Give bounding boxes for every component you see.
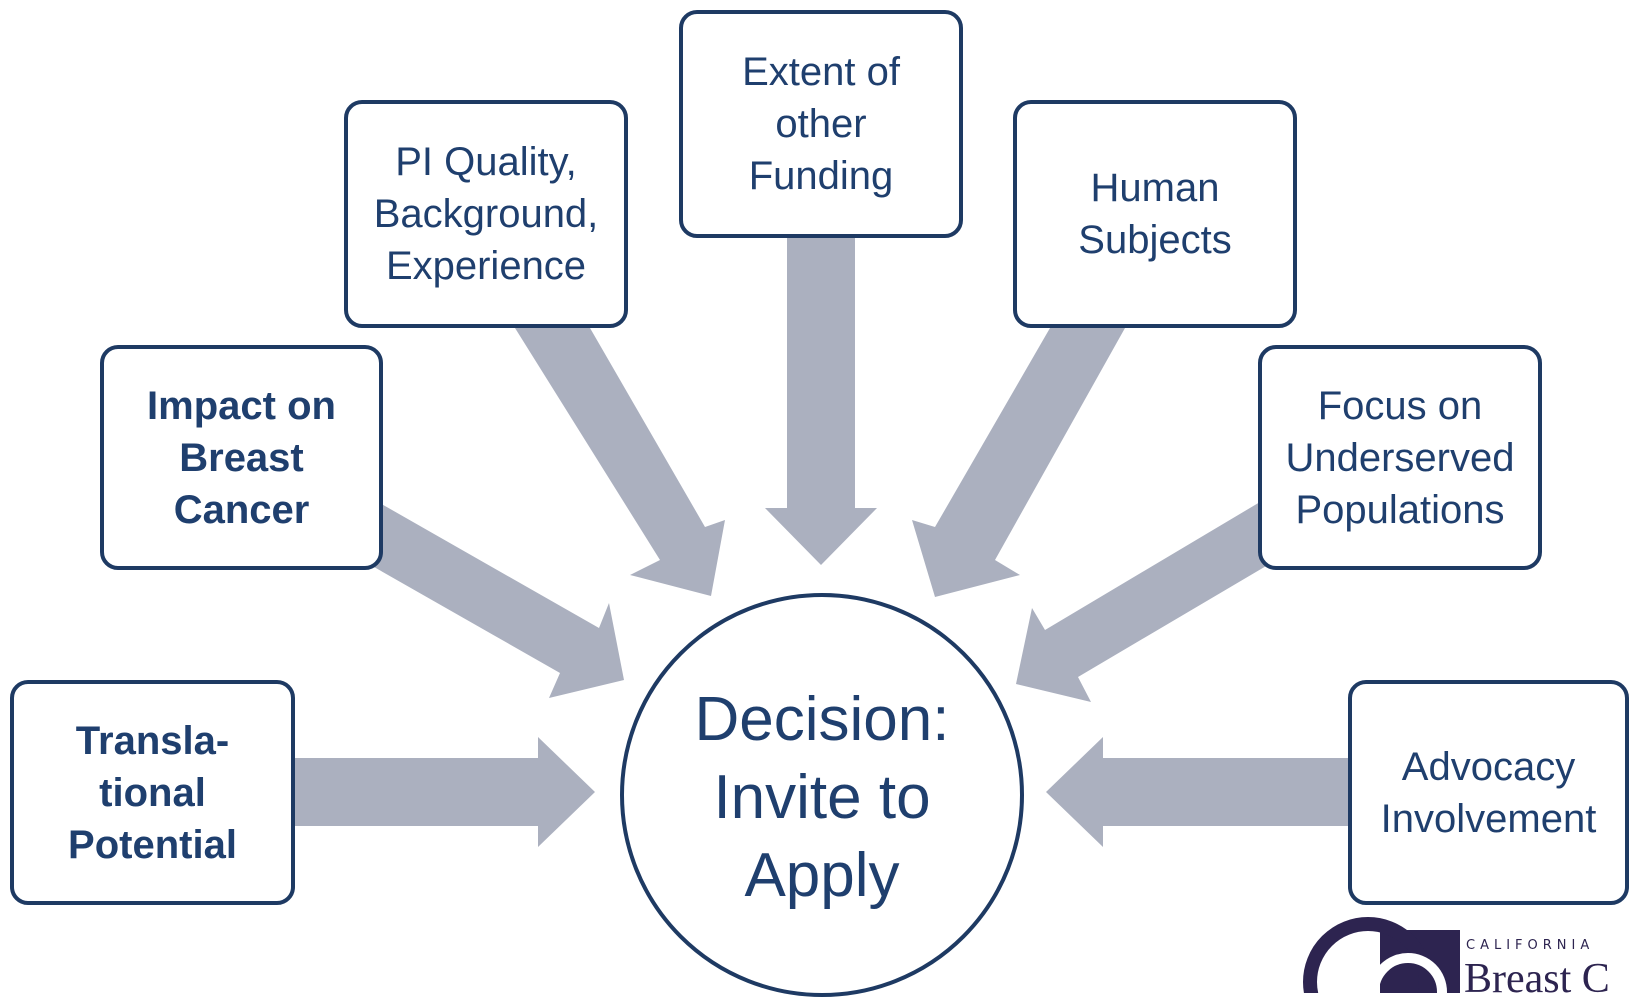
arrow-pi-quality-to-decision	[515, 328, 725, 596]
factor-box-translational-potential: Transla- tional Potential	[10, 680, 295, 905]
factor-box-focus-on-underserved: Focus on Underserved Populations	[1258, 345, 1542, 570]
factor-label-translational-potential: Transla- tional Potential	[68, 718, 237, 867]
logo-mark-icon	[1303, 917, 1460, 993]
arrow-advocacy-to-decision	[1046, 737, 1352, 847]
factor-label-pi-quality: PI Quality, Background, Experience	[373, 140, 599, 288]
factor-label-advocacy-involvement: Advocacy Involvement	[1380, 744, 1597, 841]
logo-small-text: CALIFORNIA	[1466, 938, 1595, 953]
organization-logo: CALIFORNIA Breast C	[1290, 910, 1629, 993]
factor-label-extent-of-other-funding: Extent of other Funding	[742, 50, 900, 198]
arrow-underserved-to-decision	[1016, 502, 1283, 702]
decision-circle: Decision: Invite to Apply	[620, 593, 1024, 997]
factor-box-extent-of-other-funding: Extent of other Funding	[679, 10, 963, 238]
decision-label: Decision: Invite to Apply	[694, 685, 950, 910]
logo-inner-ring	[1369, 953, 1447, 993]
arrow-human-subjects-to-decision	[912, 328, 1125, 597]
arrow-impact-to-decision	[353, 502, 624, 698]
factor-label-focus-on-underserved: Focus on Underserved Populations	[1285, 383, 1515, 532]
factor-box-human-subjects: Human Subjects	[1013, 100, 1297, 328]
factor-box-advocacy-involvement: Advocacy Involvement	[1348, 680, 1629, 905]
factor-label-impact-on-breast-cancer: Impact on Breast Cancer	[147, 383, 336, 532]
arrow-funding-to-decision	[765, 238, 877, 565]
factor-box-impact-on-breast-cancer: Impact on Breast Cancer	[100, 345, 383, 570]
logo-ring	[1303, 917, 1433, 993]
factor-label-human-subjects: Human Subjects	[1078, 166, 1232, 262]
logo-big-text: Breast C	[1464, 956, 1610, 993]
arrow-translational-to-decision	[295, 737, 595, 847]
factor-box-pi-quality: PI Quality, Background, Experience	[344, 100, 628, 328]
